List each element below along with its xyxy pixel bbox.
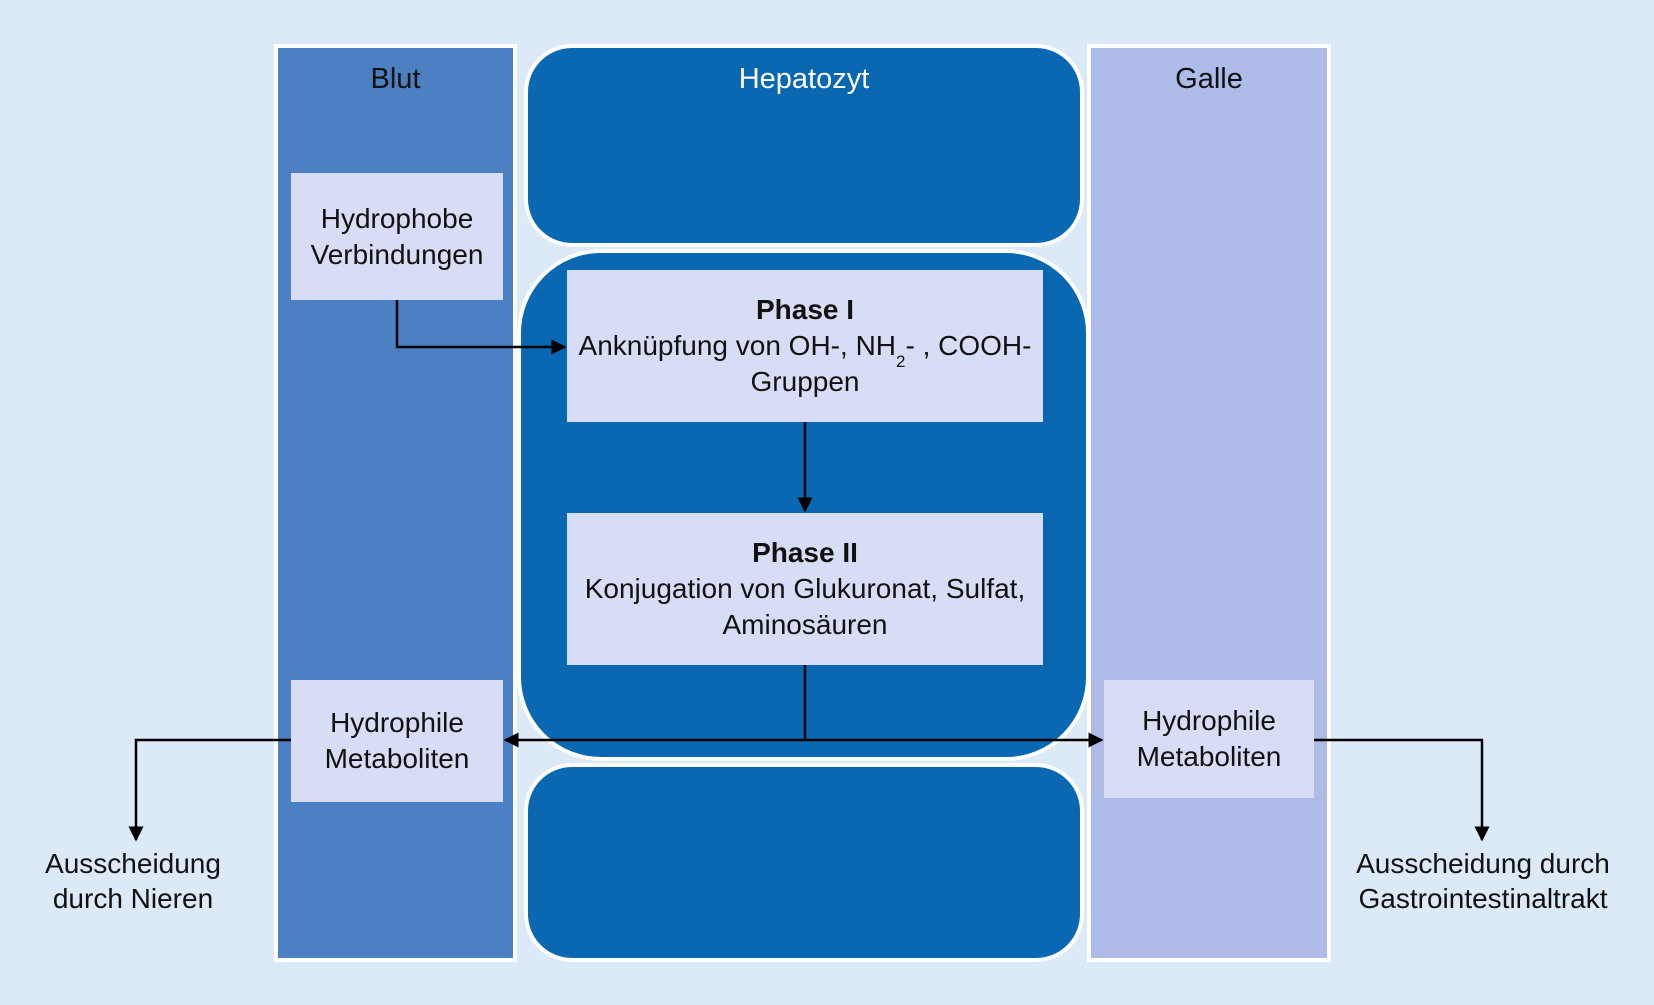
output-gastrointestinaltrakt-text: Ausscheidung durch Gastrointestinaltrakt — [1356, 848, 1610, 914]
hydrophobe-verbindungen-label: Hydrophobe Verbindungen — [310, 202, 484, 270]
hepatozyt-bottom-segment — [524, 763, 1084, 962]
hydrophile-metaboliten-galle-label: Hydrophile Metaboliten — [1136, 705, 1282, 772]
phase2-body: Konjugation von Glukuronat, Sulfat, Amin… — [584, 573, 1026, 640]
phase1-subscript: 2 — [896, 351, 906, 371]
arrow-hydrophile-blut-to-nieren — [128, 738, 291, 842]
galle-label: Galle — [1175, 63, 1243, 95]
phase1-body: Anknüpfung von OH-, NH2- , COOH- Gruppen — [578, 330, 1032, 397]
galle-column: Galle — [1087, 44, 1331, 962]
phase2-title: Phase II — [752, 537, 858, 568]
arrow-hydrophile-galle-to-gastrointestinaltrakt — [1314, 738, 1490, 842]
phase2-box: Phase II Konjugation von Glukuronat, Sul… — [567, 513, 1043, 665]
hepatozyt-top-segment: Hepatozyt — [524, 44, 1084, 247]
hydrophobe-verbindungen-box: Hydrophobe Verbindungen — [291, 173, 503, 300]
hepatozyt-label: Hepatozyt — [738, 63, 870, 95]
phase1-title: Phase I — [755, 294, 855, 325]
hydrophile-metaboliten-blut-label: Hydrophile Metaboliten — [324, 707, 470, 774]
blut-label: Blut — [370, 63, 421, 95]
hydrophile-metaboliten-blut-box: Hydrophile Metaboliten — [291, 680, 503, 802]
output-nieren-text: Ausscheidung durch Nieren — [45, 848, 221, 914]
hydrophile-metaboliten-galle-box: Hydrophile Metaboliten — [1104, 680, 1314, 798]
phase1-box: Phase I Anknüpfung von OH-, NH2- , COOH-… — [567, 270, 1043, 422]
